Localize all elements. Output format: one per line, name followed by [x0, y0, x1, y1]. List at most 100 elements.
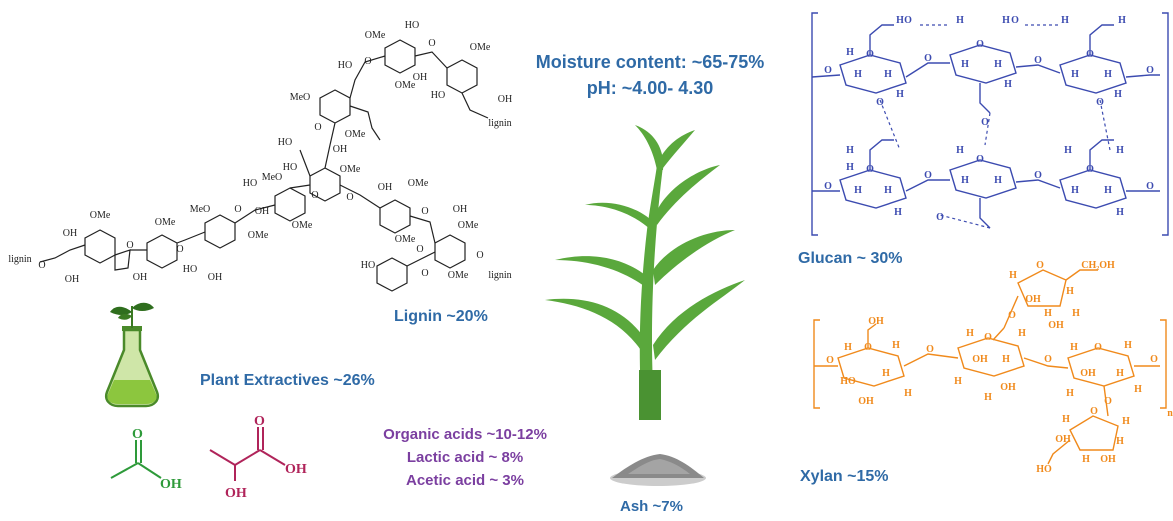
- glucan-atom: H: [956, 15, 964, 26]
- lignin-atom: HO: [338, 60, 352, 71]
- xylan-atom: H: [954, 376, 962, 387]
- xylan-atom: O: [1090, 406, 1098, 417]
- glucan-atom: H: [846, 145, 854, 156]
- xylan-atom: OH: [1000, 382, 1016, 393]
- lignin-atom: OH: [453, 204, 467, 215]
- xylan-atom: O: [864, 342, 872, 353]
- xylan-atom: O: [1008, 310, 1016, 321]
- lignin-atom: O: [176, 244, 183, 255]
- lignin-atom: O: [476, 250, 483, 261]
- glucan-atom: H: [854, 69, 862, 80]
- glucan-atom: H: [846, 162, 854, 173]
- xylan-atom: OH: [1048, 320, 1064, 331]
- xylan-atom: H: [1062, 414, 1070, 425]
- glucan-atom: H: [961, 175, 969, 186]
- lactic-hydroxyl: OH: [285, 462, 307, 477]
- lignin-atom: OMe: [395, 80, 416, 91]
- xylan-atom: H: [966, 328, 974, 339]
- glucan-atom: O: [1146, 65, 1154, 76]
- xylan-atom: H: [984, 392, 992, 403]
- glucan-atom: O: [936, 212, 944, 223]
- ash-label: Ash ~7%: [620, 498, 683, 515]
- xylan-atom: H: [1082, 454, 1090, 465]
- xylan-atom: O: [1150, 354, 1158, 365]
- glucan-atom: O: [1146, 181, 1154, 192]
- xylan-atom: O: [826, 355, 834, 366]
- lignin-atom: HO: [431, 90, 445, 101]
- glucan-atom: O: [866, 49, 874, 60]
- glucan-atom: H: [1116, 145, 1124, 156]
- xylan-atom: O: [1044, 354, 1052, 365]
- xylan-atom: OH: [858, 396, 874, 407]
- lignin-atom: HO: [405, 20, 419, 31]
- xylan-atom: n: [1167, 408, 1173, 419]
- glucan-atom: O: [824, 181, 832, 192]
- glucan-atom: O: [876, 97, 884, 108]
- lignin-atom: OH: [498, 94, 512, 105]
- xylan-atom: OH: [1055, 434, 1071, 445]
- glucan-atom: H: [1071, 69, 1079, 80]
- lignin-atom: O: [364, 56, 371, 67]
- lignin-atom: HO: [361, 260, 375, 271]
- glucan-atom: H: [994, 175, 1002, 186]
- lignin-atom: OMe: [155, 217, 176, 228]
- glucan-atom: H: [961, 59, 969, 70]
- xylan-atom: O: [1104, 396, 1112, 407]
- lignin-atom: OH: [413, 72, 427, 83]
- lignin-atom: OMe: [408, 178, 429, 189]
- glucan-atom: O: [866, 164, 874, 175]
- lactic-acid-structure: O OH OH: [209, 414, 307, 501]
- xylan-atom: H: [904, 388, 912, 399]
- lignin-atom: O: [421, 206, 428, 217]
- lignin-atom: OMe: [90, 210, 111, 221]
- glucan-atom: O: [1086, 49, 1094, 60]
- lignin-atom: OMe: [458, 220, 479, 231]
- xylan-atom: H: [1072, 308, 1080, 319]
- glucan-atom: H: [956, 145, 964, 156]
- xylan-atom: H: [892, 340, 900, 351]
- xylan-atom: HO: [1036, 464, 1052, 475]
- glucan-atom: H: [896, 89, 904, 100]
- glucan-atom: O: [1034, 55, 1042, 66]
- lignin-atom: O: [416, 244, 423, 255]
- xylan-atom: CH₂OH: [1081, 260, 1115, 271]
- xylan-atom: O: [1036, 260, 1044, 271]
- lignin-atom: O: [314, 122, 321, 133]
- lignin-atom: lignin: [488, 270, 511, 281]
- xylan-atom: OH: [1100, 454, 1116, 465]
- glucan-atom: H: [1061, 15, 1069, 26]
- xylan-atom: OH: [868, 316, 884, 327]
- lignin-atom: HO: [183, 264, 197, 275]
- glucan-atom: H: [1114, 89, 1122, 100]
- lignin-structure: OMe OMe HO O O HO OH OMe HO OH lignin Me…: [8, 20, 512, 292]
- xylan-atom: H: [1018, 328, 1026, 339]
- glucan-atom: H: [884, 185, 892, 196]
- glucan-atom: H: [894, 207, 902, 218]
- glucan-atom: H: [1104, 69, 1112, 80]
- lignin-atom: OH: [333, 144, 347, 155]
- lignin-atom: OMe: [292, 220, 313, 231]
- lactic-acid-label: Lactic acid ~ 8%: [406, 449, 524, 466]
- ph-label: pH: ~4.00- 4.30: [586, 78, 714, 98]
- glucan-atom: O: [924, 53, 932, 64]
- lactic-carbonyl-o: O: [254, 414, 265, 429]
- lignin-atom: HO: [283, 162, 297, 173]
- xylan-atom: OH: [972, 354, 988, 365]
- glucan-atom: H: [1116, 207, 1124, 218]
- lignin-atom: OMe: [448, 270, 469, 281]
- glucan-atom: H: [1104, 185, 1112, 196]
- lignin-atom: O: [311, 190, 318, 201]
- lignin-atom: MeO: [190, 204, 211, 215]
- plant-extract-flask-icon: [105, 302, 159, 408]
- glucan-atom: O: [1096, 97, 1104, 108]
- glucan-atom: O: [1086, 164, 1094, 175]
- lactic-alpha-hydroxyl: OH: [225, 486, 247, 501]
- lignin-atom: OH: [133, 272, 147, 283]
- lignin-atom: O: [421, 268, 428, 279]
- lignin-atom: HO: [243, 178, 257, 189]
- xylan-atom: H: [1002, 354, 1010, 365]
- lignin-atom: O: [126, 240, 133, 251]
- xylan-atom: H: [1116, 436, 1124, 447]
- xylan-atom: H: [1122, 416, 1130, 427]
- xylan-atom: O: [1094, 342, 1102, 353]
